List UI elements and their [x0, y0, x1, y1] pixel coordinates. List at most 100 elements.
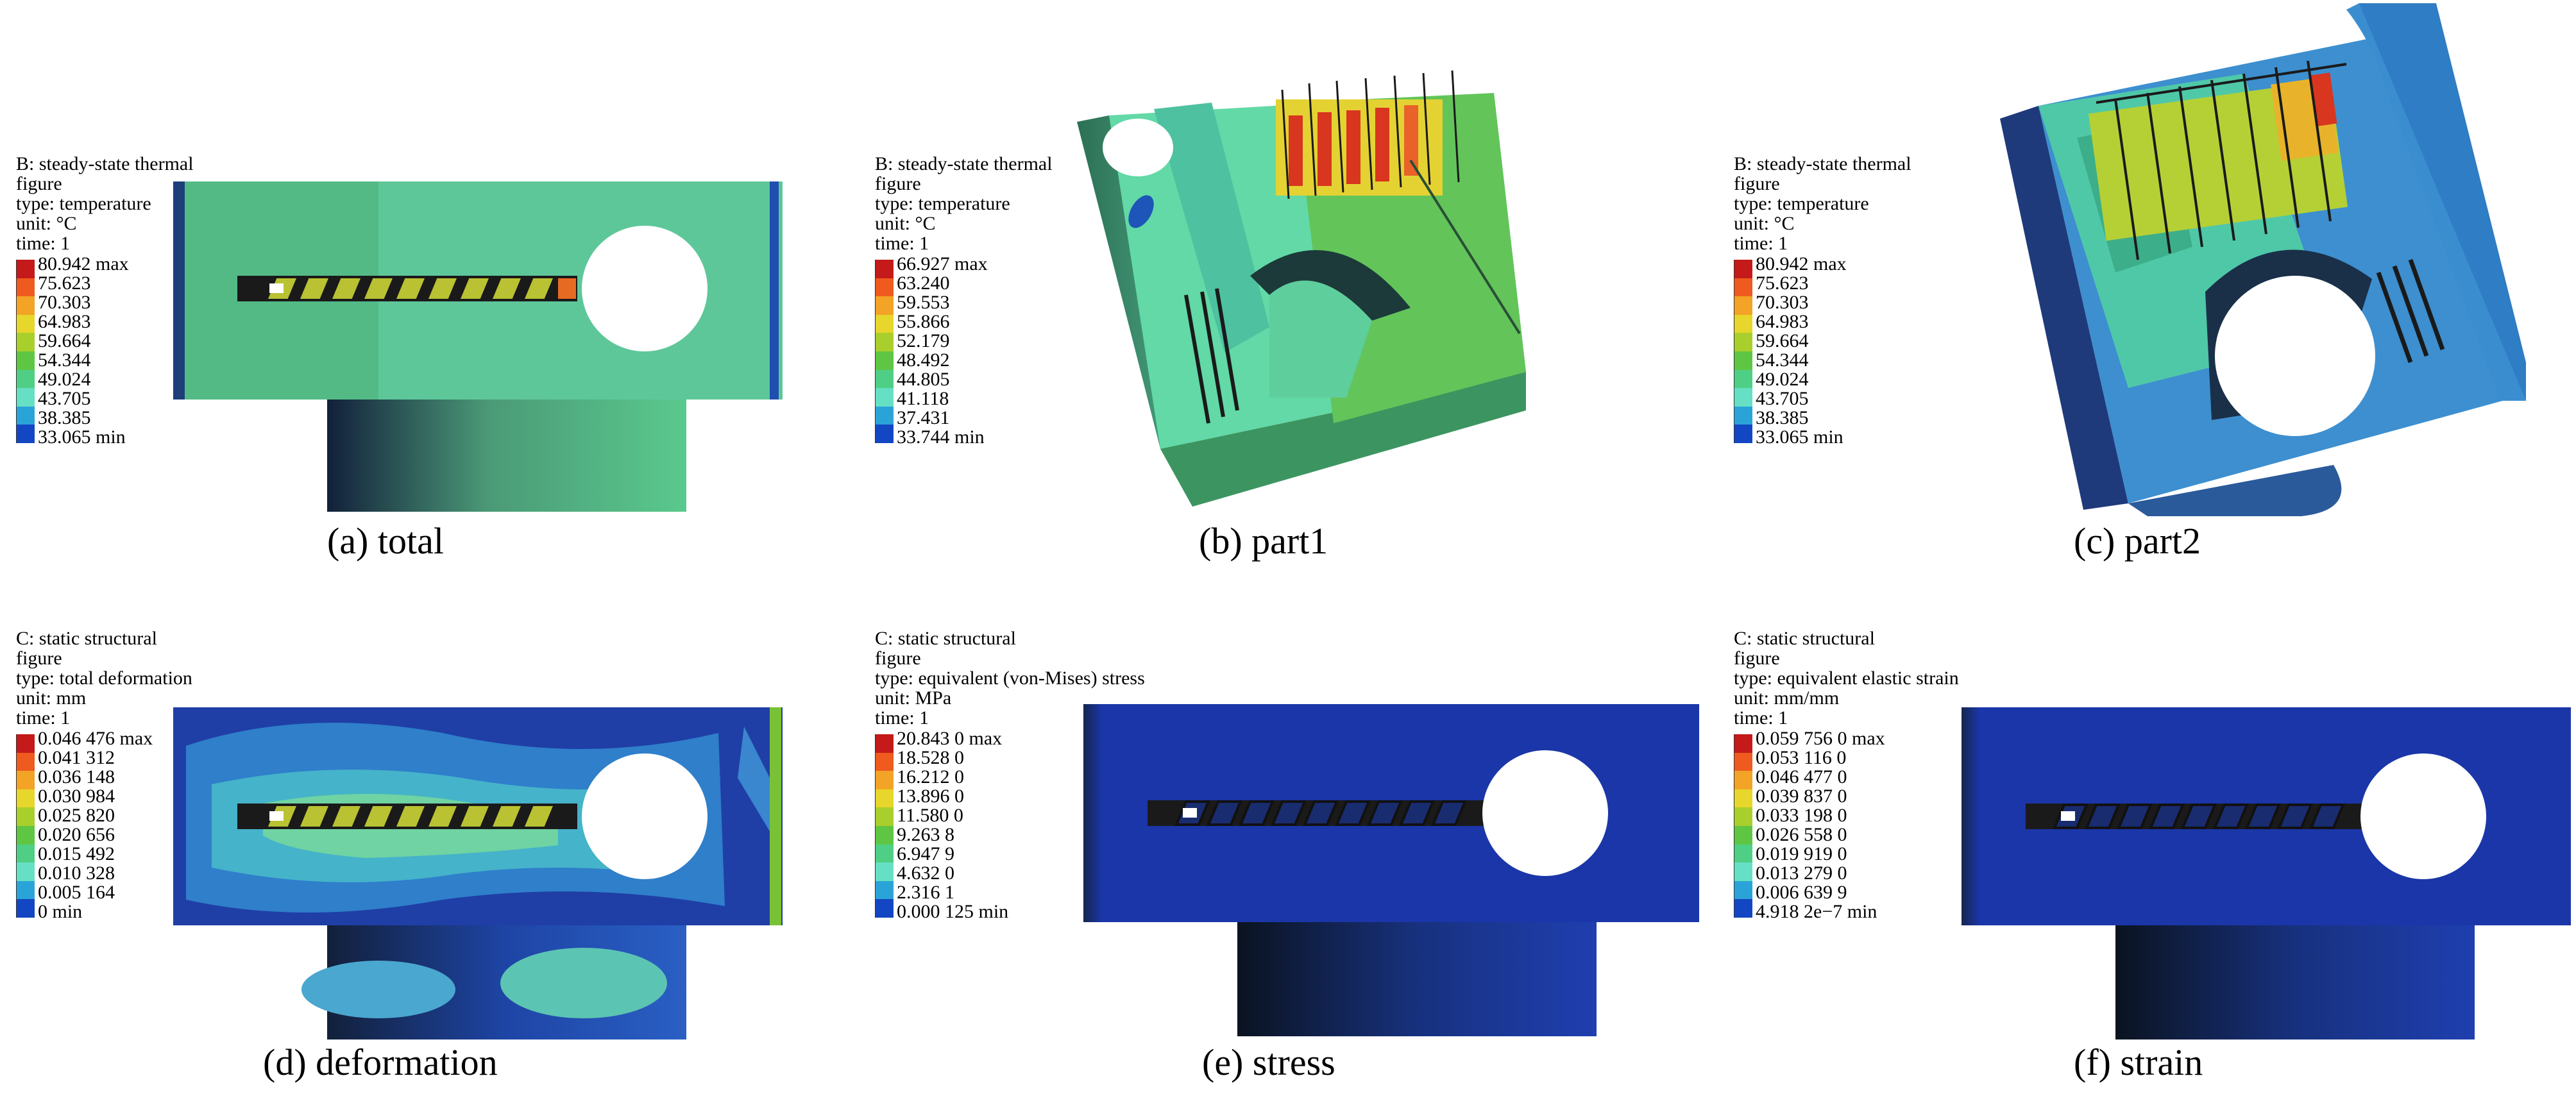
swatch-9: [16, 406, 35, 425]
legend-figure: figure: [875, 648, 921, 669]
legend-header-a: B: steady-state thermal figure type: tem…: [16, 154, 194, 253]
scale-value: 33.065 min: [38, 426, 126, 448]
scale-value: 0 min: [38, 901, 83, 922]
legend-analysis: C: static structural: [1734, 628, 1875, 649]
legend-analysis: C: static structural: [16, 628, 157, 649]
scale-value: 75.623: [38, 273, 91, 294]
swatch-1: [875, 260, 894, 278]
legend-a: B: steady-state thermal figure type: tem…: [16, 154, 194, 447]
scale-value: 0.036 148: [38, 766, 115, 787]
color-scale-a: 80.942 max 75.623 70.303 64.983 59.664 5…: [16, 255, 194, 447]
swatch-6: [16, 825, 35, 845]
scale-value: 0.030 984: [38, 786, 115, 807]
scale-value: 0.033 198 0: [1756, 805, 1847, 826]
scale-value: 55.866: [897, 311, 950, 332]
scale-value: 9.263 8: [897, 824, 954, 845]
scale-value: 33.065 min: [1756, 426, 1843, 448]
swatch-10: [16, 899, 35, 918]
scale-value: 43.705: [38, 388, 91, 409]
swatch-7: [16, 844, 35, 863]
legend-figure: figure: [16, 648, 62, 669]
scale-value: 0.046 476 max: [38, 728, 153, 749]
color-swatches: [16, 734, 35, 918]
legend-type: type: total deformation: [16, 668, 192, 689]
legend-figure: figure: [1734, 173, 1780, 194]
panel-a: B: steady-state thermal figure type: tem…: [0, 0, 859, 562]
swatch-9: [1734, 880, 1752, 900]
swatch-9: [875, 406, 894, 425]
swatch-10: [875, 899, 894, 918]
legend-time: time: 1: [875, 233, 929, 254]
scale-value: 64.983: [1756, 311, 1809, 332]
swatch-4: [875, 789, 894, 808]
scale-value: 0.041 312: [38, 747, 115, 768]
swatch-4: [1734, 789, 1752, 808]
legend-analysis: B: steady-state thermal: [1734, 153, 1911, 174]
swatch-6: [16, 351, 35, 370]
scale-value: 44.805: [897, 369, 950, 390]
color-swatches: [16, 260, 35, 443]
swatch-8: [1734, 388, 1752, 407]
swatch-2: [16, 752, 35, 771]
panel-b: B: steady-state thermal figure type: tem…: [859, 0, 1718, 562]
scale-value: 48.492: [897, 349, 950, 371]
scale-values: 20.843 0 max 18.528 0 16.212 0 13.896 0 …: [897, 729, 1145, 921]
swatch-3: [875, 296, 894, 315]
legend-time: time: 1: [16, 707, 71, 728]
swatch-6: [875, 825, 894, 845]
model-equivalent-stress: [1083, 704, 1699, 1038]
swatch-2: [1734, 752, 1752, 771]
swatch-10: [16, 425, 35, 443]
swatch-6: [1734, 351, 1752, 370]
scale-value: 33.744 min: [897, 426, 985, 448]
scale-value: 64.983: [38, 311, 91, 332]
scale-value: 6.947 9: [897, 843, 954, 864]
panel-d: C: static structural figure type: total …: [0, 547, 859, 1094]
swatch-2: [875, 278, 894, 297]
swatch-10: [1734, 899, 1752, 918]
scale-value: 0.046 477 0: [1756, 766, 1847, 787]
swatch-7: [16, 369, 35, 389]
legend-header-d: C: static structural figure type: total …: [16, 628, 192, 728]
panel-f: C: static structural figure type: equiva…: [1718, 547, 2576, 1094]
legend-type: type: temperature: [1734, 193, 1869, 214]
swatch-10: [875, 425, 894, 443]
legend-unit: unit: °C: [875, 213, 936, 234]
swatch-5: [1734, 333, 1752, 351]
scale-value: 18.528 0: [897, 747, 964, 768]
legend-unit: unit: mm/mm: [1734, 687, 1840, 709]
swatch-9: [16, 880, 35, 900]
caption-c: (c) part2: [2074, 520, 2201, 562]
caption-e: (e) stress: [1202, 1041, 1335, 1083]
scale-values: 0.059 756 0 max 0.053 116 0 0.046 477 0 …: [1756, 729, 1959, 921]
legend-header-f: C: static structural figure type: equiva…: [1734, 628, 1959, 728]
legend-figure: figure: [875, 173, 921, 194]
color-scale-f: 0.059 756 0 max 0.053 116 0 0.046 477 0 …: [1734, 729, 1959, 921]
caption-f: (f) strain: [2074, 1041, 2203, 1083]
legend-type: type: equivalent elastic strain: [1734, 668, 1959, 689]
swatch-9: [1734, 406, 1752, 425]
legend-figure: figure: [16, 173, 62, 194]
scale-values: 66.927 max 63.240 59.553 55.866 52.179 4…: [897, 255, 1053, 447]
model-total-deformation: [173, 707, 783, 1041]
caption-a: (a) total: [327, 520, 444, 562]
color-swatches: [1734, 734, 1752, 918]
scale-value: 41.118: [897, 388, 949, 409]
swatch-9: [875, 880, 894, 900]
scale-value: 49.024: [1756, 369, 1809, 390]
color-scale-e: 20.843 0 max 18.528 0 16.212 0 13.896 0 …: [875, 729, 1145, 921]
color-scale-c: 80.942 max 75.623 70.303 64.983 59.664 5…: [1734, 255, 1911, 447]
scale-value: 59.664: [1756, 330, 1809, 351]
scale-value: 66.927 max: [897, 253, 988, 274]
legend-type: type: temperature: [16, 193, 151, 214]
swatch-5: [16, 333, 35, 351]
scale-value: 43.705: [1756, 388, 1809, 409]
scale-values: 0.046 476 max 0.041 312 0.036 148 0.030 …: [38, 729, 192, 921]
scale-value: 0.010 328: [38, 863, 115, 884]
legend-d: C: static structural figure type: total …: [16, 628, 192, 921]
scale-value: 75.623: [1756, 273, 1809, 294]
legend-time: time: 1: [875, 707, 929, 728]
model-part2-temperature: [2000, 3, 2526, 516]
scale-value: 52.179: [897, 330, 950, 351]
swatch-2: [875, 752, 894, 771]
